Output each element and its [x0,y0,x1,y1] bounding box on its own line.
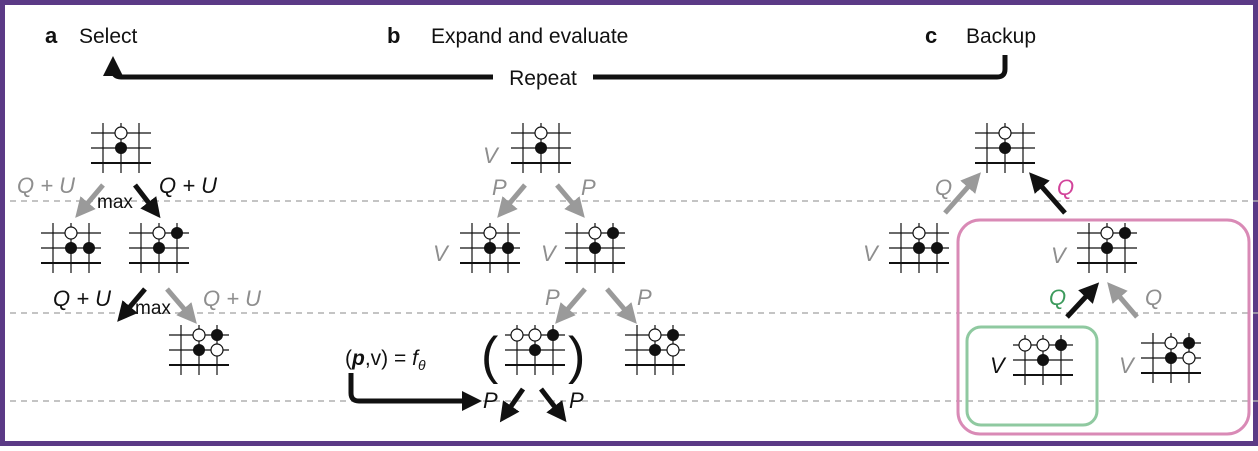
qu-label-a3: Q + U [53,286,111,311]
v-label-b-l1b: V [541,241,558,266]
q-label-c3: Q [1049,285,1066,310]
arrow-a-black-1 [133,183,161,219]
dashed-guides [10,200,1258,402]
v-label-c2: V [1051,243,1068,268]
board-a-l1-right [128,222,190,274]
backup-pink-box [956,218,1251,436]
arrow-b-gray-3 [555,287,587,324]
panel-a-letter: a [45,23,58,48]
repeat-label: Repeat [509,67,577,90]
arrow-a-black-2 [117,287,147,322]
p-label-b4: P [637,285,652,310]
board-c-leaf [1012,334,1074,386]
max-label-a1: max [97,192,133,213]
arrow-a-gray-1 [75,183,105,218]
backup-green-box [965,325,1099,427]
p-label-b3: P [545,285,560,310]
panel-b-letter: b [387,23,400,48]
board-a-l2 [168,324,230,376]
v-label-c3: V [990,353,1007,378]
paren-open: ( [481,327,499,385]
panel-c-title: Backup [966,25,1036,48]
paren-close: ) [568,327,585,385]
board-c-l1-right [1076,222,1138,274]
board-c-l1-left [888,222,950,274]
board-b-root [510,122,572,174]
qu-label-a2: Q + U [159,173,217,198]
max-label-a2: max [135,298,171,319]
qu-label-a4: Q + U [203,286,261,311]
arrow-c-black-1 [1029,172,1067,215]
board-c-root [974,122,1036,174]
arrow-b-gray-4 [605,287,637,324]
arrow-b-black-2 [539,387,567,423]
network-eval-arrow [348,373,482,411]
panel-b-title: Expand and evaluate [431,25,628,48]
board-b-l1-left [459,222,521,274]
board-b-l1-right [564,222,626,274]
v-label-b-l1a: V [433,241,450,266]
board-a-l1-left [40,222,102,274]
board-b-l2-right [624,324,686,376]
q-label-c1: Q [935,175,952,200]
arrow-c-black-2 [1065,282,1100,319]
p-label-b2: P [581,175,596,200]
p-label-b1: P [492,175,507,200]
panel-a-title: Select [79,25,138,48]
arrow-b-black-1 [499,387,526,423]
arrow-c-gray-1 [943,172,981,215]
v-label-b-root: V [483,143,500,168]
p-label-b6: P [569,388,584,413]
panel-c-letter: c [925,23,937,48]
board-b-leaf [504,324,566,376]
mcts-diagram: a Select b Expand and evaluate c Backup … [10,23,1258,436]
q-label-c4: Q [1145,285,1162,310]
arrow-b-gray-1 [497,183,527,218]
arrow-a-gray-2 [165,287,197,324]
arrow-b-gray-2 [555,183,585,218]
arrow-c-gray-2 [1107,282,1139,319]
repeat-arrow [103,55,1008,80]
v-label-c1: V [863,241,880,266]
v-label-c4: V [1119,353,1136,378]
p-label-b5: P [483,388,498,413]
board-c-l2-right [1140,332,1202,384]
network-formula: (p,v) = fθ [345,347,426,373]
board-a-root [90,122,152,174]
qu-label-a1: Q + U [17,173,75,198]
q-label-c2: Q [1057,175,1074,200]
